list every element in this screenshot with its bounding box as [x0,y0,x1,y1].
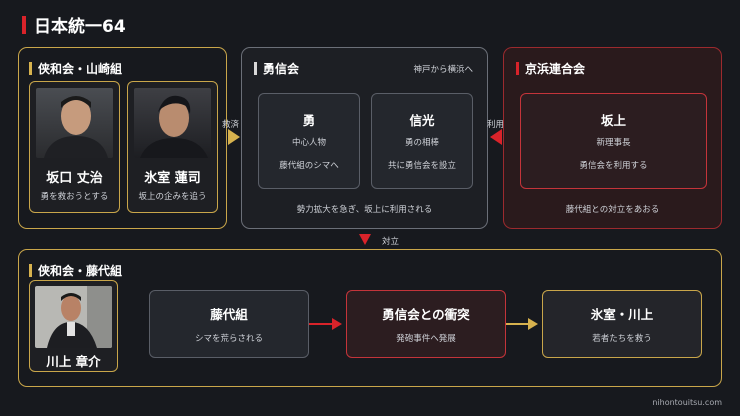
person-portrait-icon [35,286,112,348]
member-box-sakagami[interactable]: 坂上 新理事長 勇信会を利用する [520,93,707,189]
panel-yushin-title: 勇信会 [263,62,300,76]
panel-kyowa-yamazaki-title: 侠和会・山崎組 [38,62,123,76]
flow-box-himuro-kawakami[interactable]: 氷室・川上 若者たちを救う [542,290,702,358]
sakagami-line-2: 勇信会を利用する [579,161,648,171]
page-title-text: 日本統一64 [34,17,126,37]
nobumitsu-line-2: 共に勇信会を設立 [387,161,456,171]
flow-box-clash[interactable]: 勇信会との衝突 発砲事件へ発展 [346,290,506,358]
flow-fujishiro-line: シマを荒らされる [194,334,263,344]
person-portrait-icon [36,88,113,158]
isamu-line-2: 藤代組のシマへ [279,161,339,171]
panel-keihin-title: 京浜連合会 [525,62,586,76]
flow-himuro-kawakami-name: 氷室・川上 [590,307,654,322]
page-title: 日本統一64 [22,12,126,37]
arrow-flow-1-head [332,318,342,330]
sakagami-line-1: 新理事長 [596,138,631,148]
nobumitsu-line-1: 勇の相棒 [404,138,439,148]
panel-keihin: 京浜連合会 坂上 新理事長 勇信会を利用する 藤代組との対立をあおる [503,47,722,229]
arrow-label-use: 利用 [487,120,505,130]
kawakami-photo [35,286,112,348]
person-card-sakaguchi[interactable]: 坂口 丈治 勇を救おうとする [29,81,120,213]
isamu-line-1: 中心人物 [291,138,326,148]
arrow-use [490,129,502,145]
flow-clash-name: 勇信会との衝突 [382,307,470,322]
himuro-name: 氷室 蓮司 [144,171,201,186]
arrow-conflict [359,234,371,245]
person-card-kawakami[interactable]: 川上 章介 [29,280,118,372]
himuro-photo [134,88,211,158]
flow-box-fujishiro[interactable]: 藤代組 シマを荒らされる [149,290,309,358]
panel-kyowa-fujishiro-header: 侠和会・藤代組 [29,262,122,279]
person-card-himuro[interactable]: 氷室 蓮司 坂上の企みを追う [127,81,218,213]
flow-clash-line: 発砲事件へ発展 [396,334,456,344]
panel-yushin: 勇信会 神戸から横浜へ 勇 中心人物 藤代組のシマへ 信光 勇の相棒 共に勇信会… [241,47,488,229]
arrow-flow-2-head [528,318,538,330]
header-marker [516,62,519,75]
footer-site[interactable]: nihontouitsu.com [652,398,722,407]
himuro-desc: 坂上の企みを追う [138,192,207,202]
isamu-name: 勇 [302,113,316,128]
flow-himuro-kawakami-line: 若者たちを救う [592,334,652,344]
sakagami-name: 坂上 [600,113,626,128]
title-accent-bar [22,15,26,34]
panel-keihin-header: 京浜連合会 [516,60,585,77]
arrow-label-rescue: 救済 [222,120,240,130]
member-box-nobumitsu[interactable]: 信光 勇の相棒 共に勇信会を設立 [371,93,473,189]
panel-kyowa-yamazaki-header: 侠和会・山崎組 [29,60,122,77]
sakaguchi-desc: 勇を救おうとする [40,192,109,202]
panel-kyowa-fujishiro-title: 侠和会・藤代組 [38,264,123,278]
panel-yushin-header: 勇信会 [254,60,299,77]
arrow-label-conflict: 対立 [382,237,400,247]
panel-yushin-subtitle: 神戸から横浜へ [413,65,473,75]
flow-fujishiro-name: 藤代組 [210,307,248,322]
sakaguchi-photo [36,88,113,158]
panel-kyowa-fujishiro: 侠和会・藤代組 川上 章介 藤代組 シマを荒らされる 勇信会との衝突 発砲事件へ… [18,249,722,387]
arrow-rescue [228,129,240,145]
header-marker [29,62,32,75]
person-portrait-icon [134,88,211,158]
header-marker [29,264,32,277]
nobumitsu-name: 信光 [409,113,435,128]
sakaguchi-name: 坂口 丈治 [46,171,103,186]
kawakami-name: 川上 章介 [46,354,101,369]
member-box-isamu[interactable]: 勇 中心人物 藤代組のシマへ [258,93,360,189]
panel-kyowa-yamazaki: 侠和会・山崎組 坂口 丈治 勇を救おうとする [18,47,227,229]
keihin-note: 藤代組との対立をあおる [565,205,660,215]
header-marker [254,62,257,75]
yushin-note: 勢力拡大を急ぎ、坂上に利用される [296,205,433,215]
